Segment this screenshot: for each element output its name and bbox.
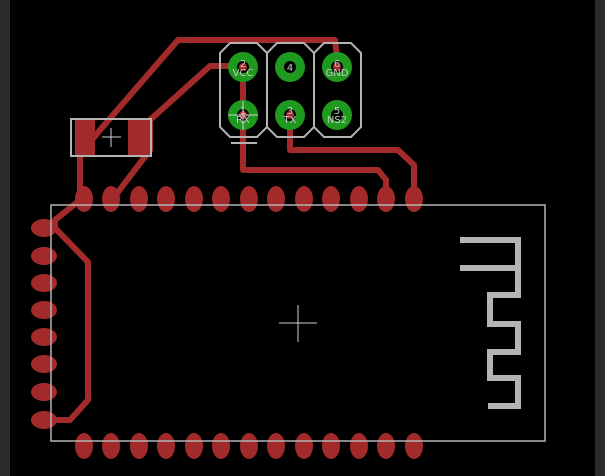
left-pad xyxy=(31,219,57,237)
smd-pad-left xyxy=(75,119,95,156)
bottom-pad xyxy=(185,433,203,459)
left-pad xyxy=(31,301,57,319)
top-pad xyxy=(295,186,313,212)
left-pad xyxy=(31,355,57,373)
bottom-pad xyxy=(377,433,395,459)
bottom-pad xyxy=(295,433,313,459)
top-pad xyxy=(350,186,368,212)
bottom-pad xyxy=(267,433,285,459)
bottom-pad xyxy=(405,433,423,459)
bottom-pad xyxy=(157,433,175,459)
top-pad xyxy=(322,186,340,212)
pin-name-tx: TX xyxy=(283,115,297,126)
pin-name-rx: RX xyxy=(236,115,250,126)
module-left-pads xyxy=(31,219,57,429)
smd-component[interactable] xyxy=(70,118,152,157)
left-pad xyxy=(31,247,57,265)
header-outline xyxy=(219,42,362,144)
smd-body-outline xyxy=(70,118,152,157)
right-frame-bar xyxy=(595,0,605,476)
top-pad xyxy=(240,186,258,212)
bottom-pad xyxy=(102,433,120,459)
bottom-pad xyxy=(240,433,258,459)
left-pad xyxy=(31,328,57,346)
module-top-pads xyxy=(75,186,423,212)
top-pad xyxy=(75,186,93,212)
bottom-pad xyxy=(75,433,93,459)
bottom-pad xyxy=(350,433,368,459)
pin-number-5: 5 xyxy=(334,106,340,117)
left-pad xyxy=(31,274,57,292)
top-pad xyxy=(267,186,285,212)
trace-side xyxy=(41,197,91,423)
pin-number-4: 4 xyxy=(287,63,293,74)
left-pad xyxy=(31,383,57,401)
bottom-pad xyxy=(130,433,148,459)
pin1-cross xyxy=(228,101,258,130)
bottom-pad xyxy=(212,433,230,459)
antenna-meander xyxy=(460,237,521,409)
trace-vcc xyxy=(77,37,341,203)
pin-number-1: 1 xyxy=(240,106,246,117)
left-frame-bar xyxy=(0,0,10,476)
pin-name-vcc: VCC xyxy=(233,68,254,79)
top-pad xyxy=(405,186,423,212)
smd-center-cross xyxy=(102,128,121,147)
header-pads xyxy=(228,52,352,130)
bottom-pad xyxy=(322,433,340,459)
top-pad xyxy=(212,186,230,212)
smd-pad-right xyxy=(128,119,148,156)
top-pad xyxy=(377,186,395,212)
origin-cross xyxy=(279,305,317,342)
top-pad xyxy=(130,186,148,212)
pin-number-3: 3 xyxy=(287,106,293,117)
pin-number-6: 6 xyxy=(334,59,340,70)
top-pad xyxy=(157,186,175,212)
pin-name-ns2: NS2 xyxy=(327,115,347,126)
module-bottom-pads xyxy=(75,433,423,459)
trace-tx xyxy=(287,114,417,203)
pin-name-gnd: GND xyxy=(326,68,349,79)
header-pin-labels: 2 VCC 4 6 GND 1 RX 3 TX 5 NS2 xyxy=(233,59,349,126)
top-pad xyxy=(102,186,120,212)
copper-traces xyxy=(41,37,417,423)
left-pad xyxy=(31,411,57,429)
module-outline xyxy=(50,204,546,442)
pin-number-2: 2 xyxy=(240,59,246,70)
top-pad xyxy=(185,186,203,212)
